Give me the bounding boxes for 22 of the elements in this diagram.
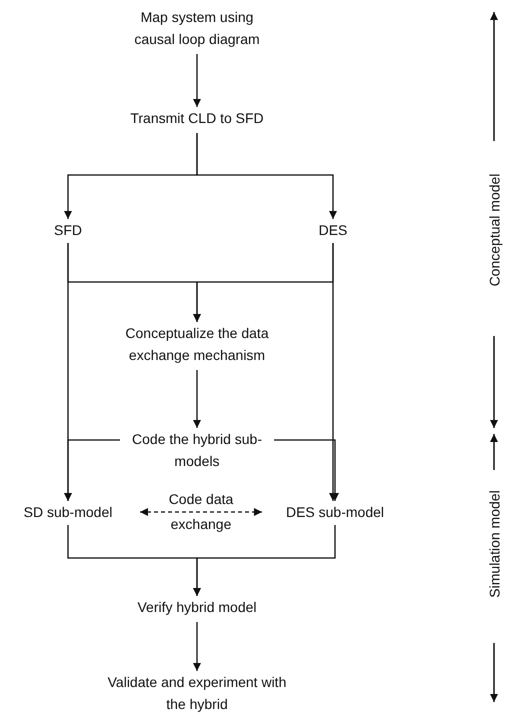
- step-text: Transmit CLD to SFD: [117, 107, 277, 129]
- step-text: Map system using causal loop diagram: [122, 6, 272, 50]
- arrow: [196, 133, 337, 219]
- step-text: Validate and experiment with the hybrid: [102, 671, 292, 715]
- arrow: [193, 622, 201, 671]
- step-text: DES sub-model: [272, 501, 398, 523]
- step-text: Code the hybrid sub-models: [122, 428, 272, 472]
- step-text: SD sub-model: [6, 501, 130, 523]
- arrow: [193, 525, 336, 596]
- edge-label: Code data exchange: [168, 490, 234, 534]
- arrow: [274, 439, 339, 501]
- arrow: [193, 54, 201, 107]
- step-text: SFD: [48, 219, 88, 241]
- step-text: Conceptualize the data exchange mechanism: [112, 322, 282, 366]
- arrow: [193, 370, 201, 428]
- arrow: [329, 243, 337, 501]
- arrow: [140, 508, 262, 516]
- phase-label: Simulation model: [486, 490, 502, 598]
- step-text: Verify hybrid model: [122, 596, 272, 618]
- arrow: [64, 439, 120, 501]
- phase-label: Conceptual model: [486, 174, 502, 286]
- step-text: DES: [310, 219, 356, 241]
